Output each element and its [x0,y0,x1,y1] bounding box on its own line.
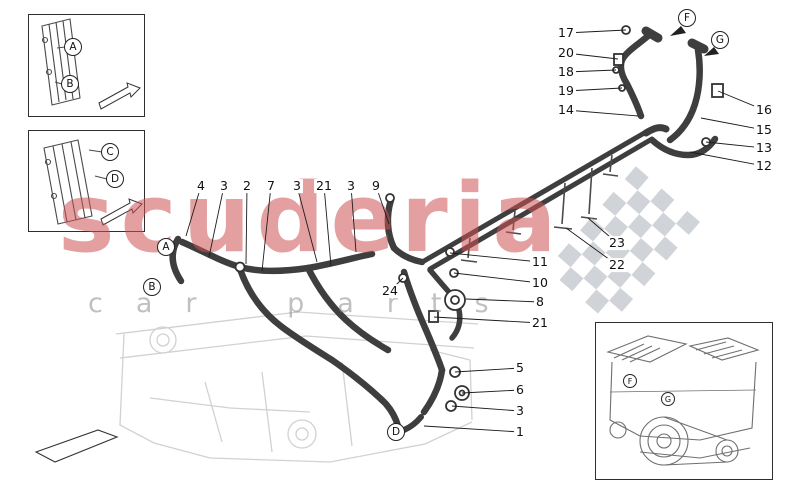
arrow-f-icon [670,26,686,36]
callout-number-18: 18 [556,64,576,80]
leader-line [700,117,765,131]
leader-line [565,109,639,117]
inset-radiator-2 [28,130,145,232]
leader-line [323,185,332,267]
leader-line [461,389,521,394]
callout-number-7: 7 [265,178,277,194]
leader-line [296,185,318,263]
direction-plate-icon [34,429,119,463]
callout-number-15: 15 [754,122,774,138]
leader-line [423,425,521,433]
callout-number-24: 24 [380,283,400,299]
ref-letter-C: C [101,143,119,161]
callout-number-3: 3 [345,178,357,194]
leader-line [208,185,225,258]
callout-number-4: 4 [195,178,207,194]
leader-line [689,151,765,167]
callout-number-10: 10 [530,275,550,291]
ref-letter-A: A [64,38,82,56]
ref-letter-D: D [106,170,124,188]
callout-number-16: 16 [754,102,774,118]
leader-line [449,252,541,263]
ref-letter-A: A [157,238,175,256]
ref-letter-B: B [143,278,161,296]
callout-number-22: 22 [607,257,627,273]
callout-number-3: 3 [218,178,230,194]
leader-line [565,29,627,34]
ref-letter-G: G [711,31,729,49]
leader-line [350,185,357,253]
callout-number-13: 13 [754,140,774,156]
callout-number-12: 12 [754,158,774,174]
ref-letter-B: B [61,75,79,93]
callout-number-14: 14 [556,102,576,118]
hose-network [169,26,719,433]
callout-number-21: 21 [314,178,334,194]
ref-letter-F: F [678,9,696,27]
ref-letter-F: F [623,374,637,388]
rail-brackets [460,154,619,263]
callout-number-5: 5 [514,360,526,376]
ref-letter-D: D [387,423,405,441]
callout-number-3: 3 [291,178,303,194]
ref-letter-G: G [661,392,675,406]
callout-number-19: 19 [556,83,576,99]
callout-number-1: 1 [514,424,526,440]
inset-engine-detail [595,322,773,480]
callout-number-20: 20 [556,45,576,61]
callout-number-9: 9 [370,178,382,194]
radiator-sketch-2 [43,139,108,225]
engine-detail-sketch [606,335,760,466]
leader-line [185,185,202,237]
leader-line [465,298,541,303]
arrow-g-icon [704,47,719,56]
callout-number-6: 6 [514,382,526,398]
callout-number-23: 23 [607,235,627,251]
leader-line [453,272,541,284]
callout-number-11: 11 [530,254,550,270]
callout-number-17: 17 [556,25,576,41]
leader-line [454,367,521,373]
leader-line [261,185,272,272]
checker-flag-watermark [557,166,700,314]
inset-radiator-1 [28,14,145,117]
leader-line [245,185,248,265]
callout-number-8: 8 [534,294,546,310]
callout-number-2: 2 [241,178,253,194]
leader-line [451,405,521,412]
direction-arrow-icon [100,198,143,226]
engine-ghost-outline [115,311,479,463]
leader-line [433,316,541,324]
callout-number-3: 3 [514,403,526,419]
direction-arrow-icon [98,82,141,110]
callout-number-21: 21 [530,315,550,331]
